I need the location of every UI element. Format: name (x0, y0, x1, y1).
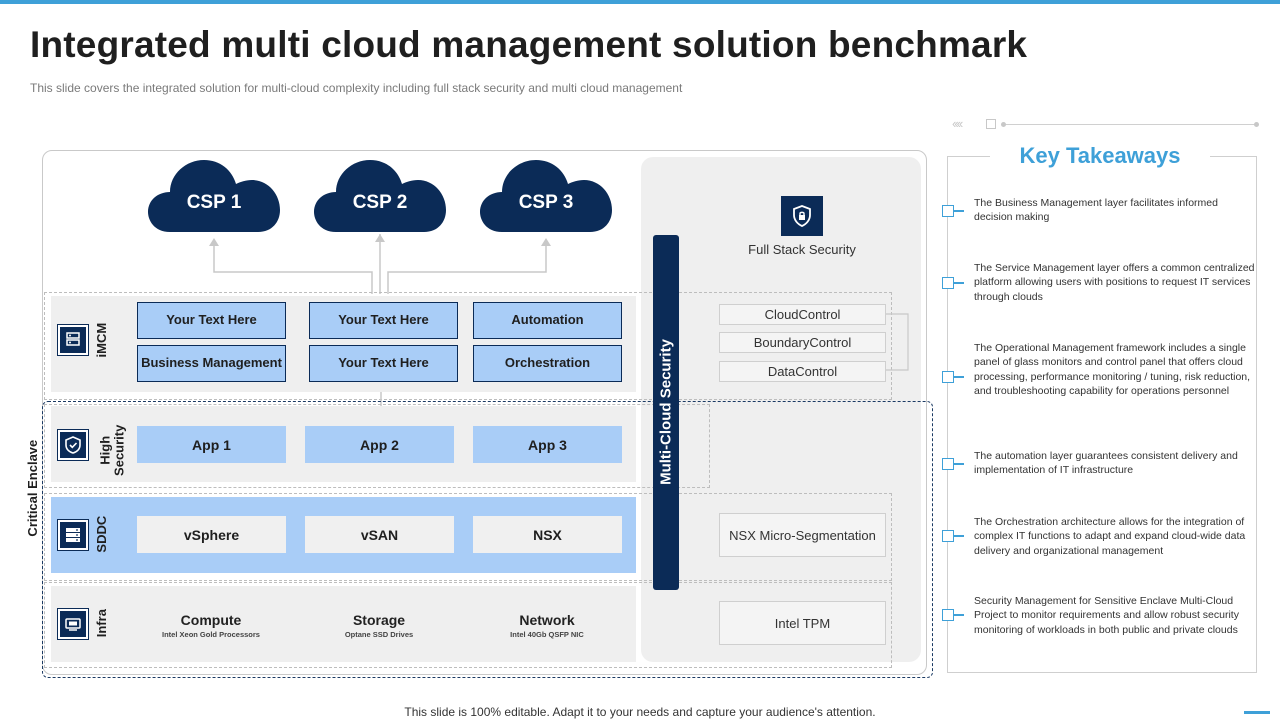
cloud-icon (480, 160, 612, 232)
bullet-connector (954, 376, 964, 378)
takeaway-item: The Business Management layer facilitate… (974, 197, 1218, 224)
orchestration-box: Orchestration (473, 345, 622, 382)
infra-row (51, 586, 636, 662)
network-item: Network Intel 40Gb QSFP NIC (462, 612, 632, 639)
bullet-connector (954, 463, 964, 465)
infra-dashed-outline (44, 582, 892, 668)
multi-cloud-security-bar (653, 235, 679, 590)
imcm-box: Your Text Here (309, 302, 458, 339)
rack-icon (57, 519, 89, 551)
compute-title: Compute (180, 612, 242, 628)
network-sub: Intel 40Gb QSFP NIC (510, 630, 584, 639)
shield-lock-icon (781, 196, 823, 236)
high-security-dashed-outline (44, 404, 710, 488)
takeaway-item: The Operational Management framework inc… (974, 342, 1251, 398)
bullet-connector (954, 535, 964, 537)
automation-box: Automation (473, 302, 622, 339)
cloud-label: CSP 1 (186, 192, 242, 213)
key-takeaways-title: Key Takeaways (1019, 143, 1181, 168)
bullet-connector (954, 614, 964, 616)
high-security-label: High Security (97, 424, 127, 476)
cloud-icon (314, 160, 446, 232)
vsphere-box: vSphere (137, 516, 286, 553)
cloud-label: CSP 2 (352, 192, 408, 213)
dot-icon (1001, 122, 1006, 127)
bullet-square-icon (942, 458, 954, 470)
business-management-box: Business Management (137, 345, 286, 382)
app-box: App 1 (137, 426, 286, 463)
takeaway-item: Security Management for Sensitive Enclav… (974, 595, 1239, 636)
cloud-control-box: CloudControl (719, 304, 886, 325)
bullet-connector (954, 282, 964, 284)
page-title: Integrated multi cloud management soluti… (30, 24, 1028, 65)
app-box: App 2 (305, 426, 454, 463)
takeaway-item: The automation layer guarantees consiste… (974, 450, 1238, 477)
controls-bracket (886, 313, 909, 371)
page-subtitle: This slide covers the integrated solutio… (30, 81, 683, 95)
imcm-box: Your Text Here (309, 345, 458, 382)
footer-note: This slide is 100% editable. Adapt it to… (404, 705, 876, 719)
dot-icon (1254, 122, 1259, 127)
sddc-dashed-outline (44, 493, 892, 581)
storage-item: Storage Optane SSD Drives (294, 612, 464, 639)
shield-icon (57, 429, 89, 461)
bullet-square-icon (942, 277, 954, 289)
storage-sub: Optane SSD Drives (344, 630, 414, 639)
nsx-micro-segmentation-box: NSX Micro-Segmentation (719, 513, 886, 557)
cloud-csp2 (314, 156, 446, 237)
vsan-box: vSAN (305, 516, 454, 553)
bullet-square-icon (942, 530, 954, 542)
cloud-csp1 (148, 156, 280, 237)
cloud-icon (148, 160, 280, 232)
imcm-label: iMCM (93, 322, 109, 358)
chevron-left-icon: ‹‹‹‹ (952, 116, 963, 131)
server-icon (57, 324, 89, 356)
cloud-connector-arrows (209, 234, 551, 294)
security-panel (641, 157, 921, 662)
takeaway-item: The Orchestration architecture allows fo… (974, 516, 1246, 557)
bullet-square-icon (942, 371, 954, 383)
boundary-control-box: BoundaryControl (719, 332, 886, 353)
cloud-label: CSP 3 (518, 192, 574, 213)
imcm-box: Your Text Here (137, 302, 286, 339)
footer-accent (1244, 711, 1270, 714)
compute-item: Compute Intel Xeon Gold Processors (126, 612, 296, 639)
multi-cloud-security-label: Multi-Cloud Security (657, 339, 675, 485)
sddc-label: SDDC (93, 515, 109, 553)
critical-enclave-outline (42, 401, 933, 678)
storage-title: Storage (352, 612, 406, 628)
square-icon (986, 119, 996, 129)
compute-sub: Intel Xeon Gold Processors (162, 630, 260, 639)
key-takeaways-title-bg (990, 142, 1210, 172)
decorative-line (1003, 124, 1257, 125)
imcm-dashed-outline (44, 292, 892, 400)
top-accent-bar (0, 0, 1280, 4)
network-title: Network (519, 612, 575, 628)
hardware-icon (57, 608, 89, 640)
bullet-connector (954, 210, 964, 212)
bullet-square-icon (942, 205, 954, 217)
nsx-box: NSX (473, 516, 622, 553)
full-stack-security-label: Full Stack Security (748, 242, 856, 257)
infra-label: Infra (93, 609, 109, 638)
cloud-csp3 (480, 156, 612, 237)
critical-enclave-label: Critical Enclave (24, 439, 40, 537)
intel-tpm-box: Intel TPM (719, 601, 886, 645)
bullet-square-icon (942, 609, 954, 621)
app-box: App 3 (473, 426, 622, 463)
data-control-box: DataControl (719, 361, 886, 382)
takeaway-item: The Service Management layer offers a co… (974, 262, 1255, 303)
